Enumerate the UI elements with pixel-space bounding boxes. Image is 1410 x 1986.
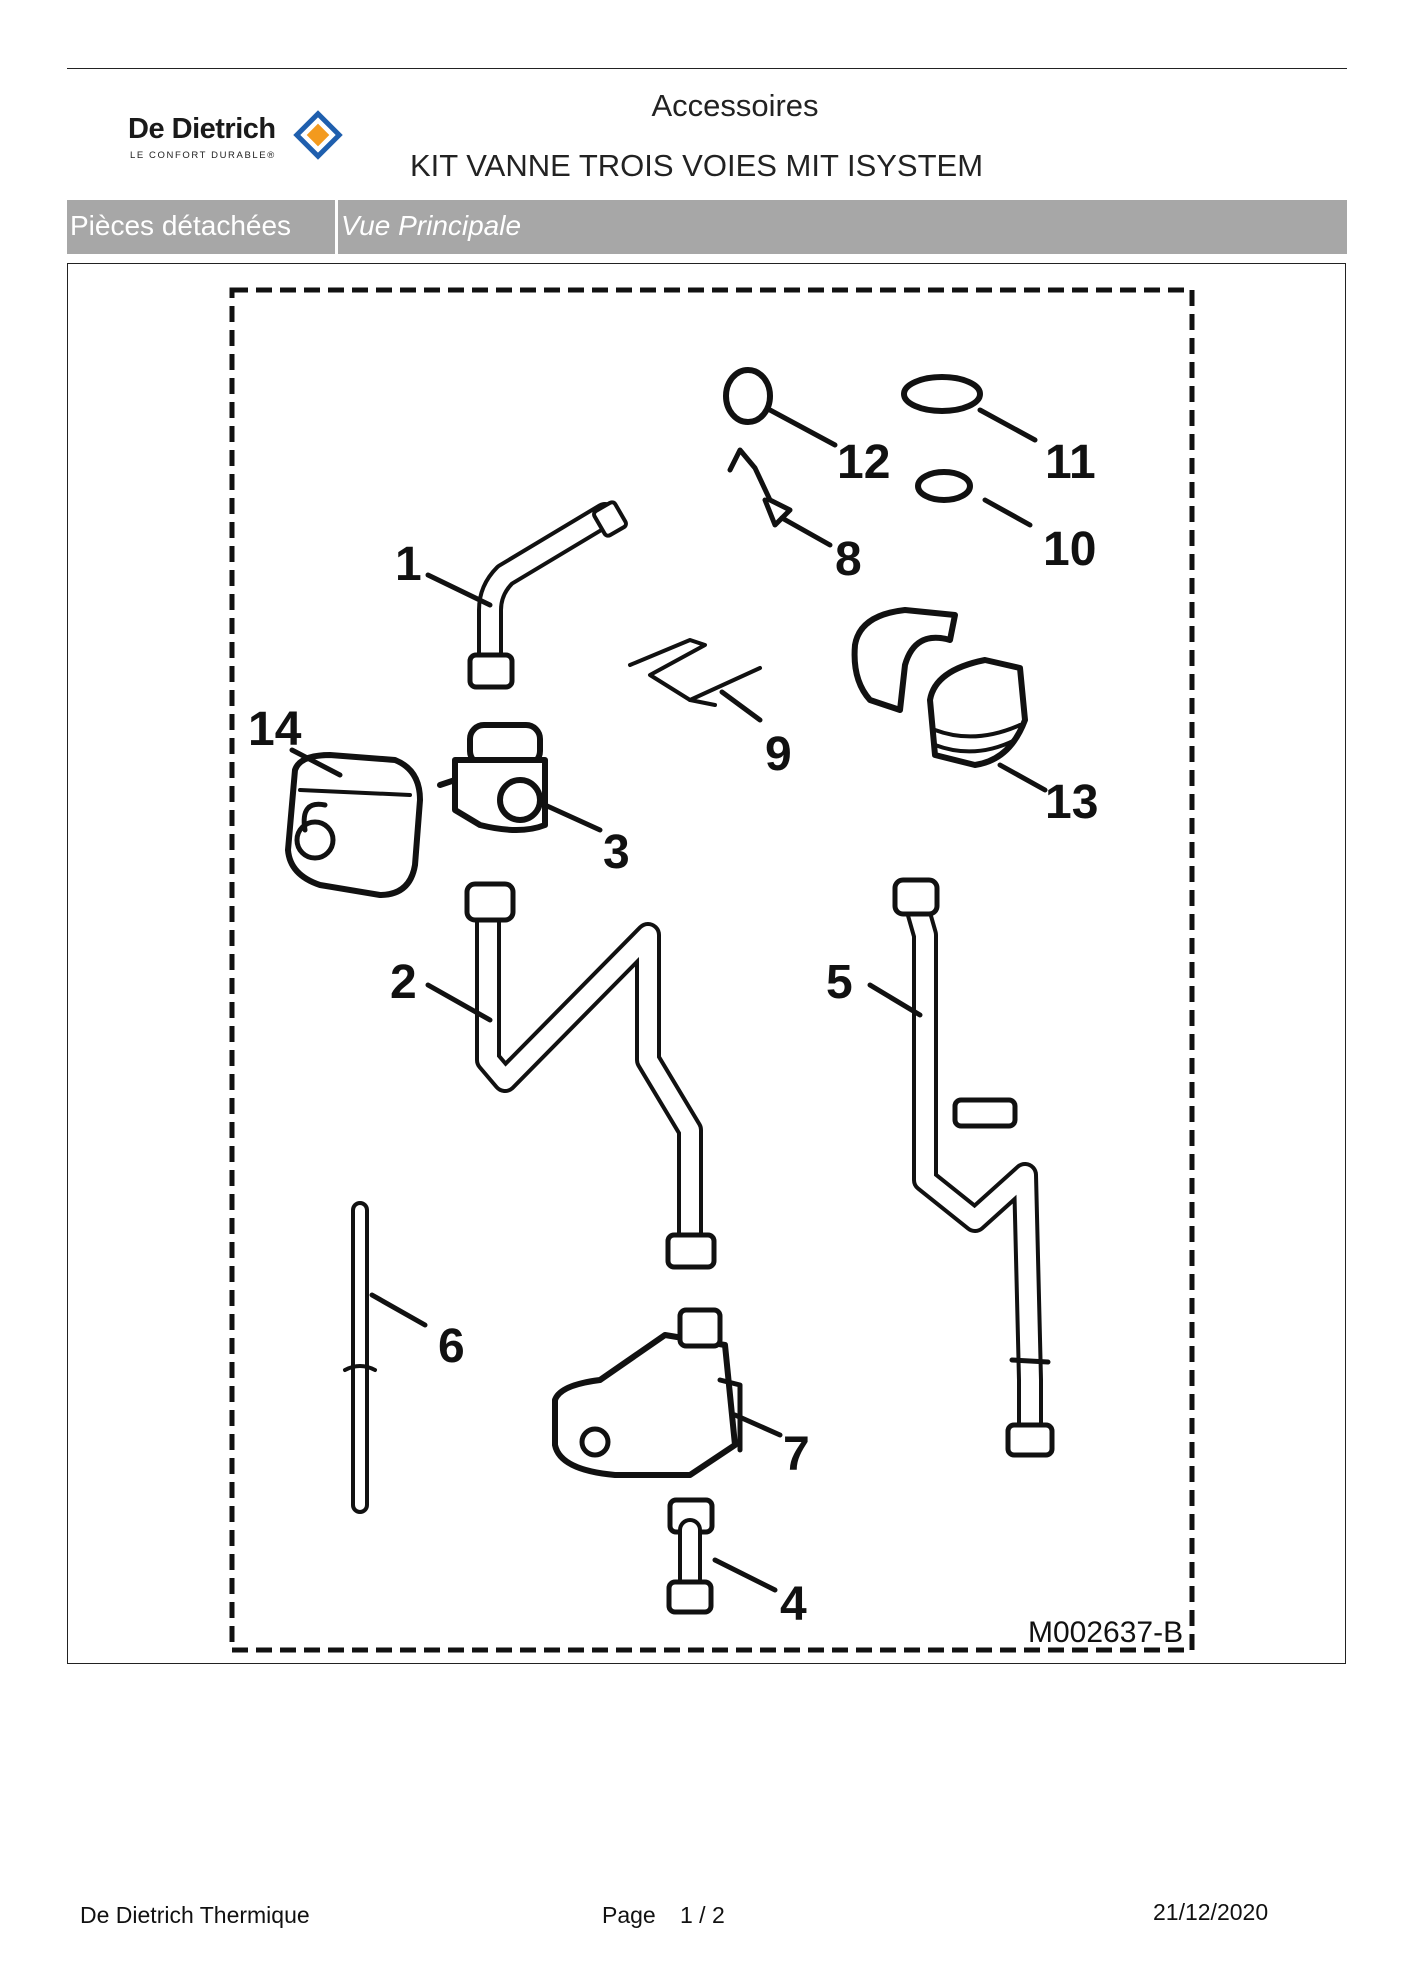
part-12-seal xyxy=(723,367,773,425)
section-label: Pièces détachées xyxy=(70,210,292,241)
page-subtitle: KIT VANNE TROIS VOIES MIT ISYSTEM xyxy=(410,148,984,183)
section-bar: Pièces détachées Vue Principale xyxy=(67,200,1347,254)
part-6-tube xyxy=(343,1201,377,1514)
part-2-pipe xyxy=(464,881,717,1270)
page-title: Accessoires xyxy=(651,88,819,123)
footer-page-label: Page xyxy=(602,1902,656,1928)
part-3-valve-body xyxy=(437,722,548,833)
callout-3: 3 xyxy=(603,826,630,879)
callout-9: 9 xyxy=(765,728,792,781)
footer-date: 21/12/2020 xyxy=(1153,1899,1269,1925)
callout-5: 5 xyxy=(826,956,853,1009)
part-9-spring-clip xyxy=(628,638,762,707)
brand-diamond-icon xyxy=(293,110,343,160)
callout-8: 8 xyxy=(835,533,862,586)
callout-leader-lines xyxy=(289,407,1048,1593)
header-rule xyxy=(67,68,1347,69)
diagram-dashed-frame xyxy=(229,287,1195,1653)
part-7-pump xyxy=(552,1307,743,1478)
footer-page-number: 1 / 2 xyxy=(680,1902,725,1928)
callout-2: 2 xyxy=(390,956,417,1009)
figure-reference: M002637-B xyxy=(1028,1616,1183,1649)
callout-12: 12 xyxy=(837,436,890,489)
view-label: Vue Principale xyxy=(341,210,522,241)
callout-4: 4 xyxy=(780,1578,807,1631)
part-10-seal xyxy=(915,469,973,503)
figure-frame xyxy=(67,263,1346,1664)
brand-tagline: LE CONFORT DURABLE® xyxy=(130,150,276,161)
footer-company: De Dietrich Thermique xyxy=(80,1902,310,1928)
callout-1: 1 xyxy=(395,538,422,591)
part-1-elbow-pipe xyxy=(467,500,628,690)
callout-7: 7 xyxy=(783,1428,810,1481)
part-4-union xyxy=(666,1497,715,1615)
part-8-clip xyxy=(727,447,793,528)
brand-name: De Dietrich xyxy=(128,113,276,145)
part-11-seal xyxy=(901,374,983,414)
part-13-insulation-shell xyxy=(851,607,1028,768)
callout-6: 6 xyxy=(438,1320,465,1373)
callout-numbers: 1 2 3 4 5 6 7 8 9 10 11 12 13 14 xyxy=(248,436,1098,1631)
callout-13: 13 xyxy=(1045,776,1098,829)
section-divider xyxy=(335,200,338,254)
brand-logo: De Dietrich LE CONFORT DURABLE® xyxy=(128,110,343,170)
part-5-pipe xyxy=(892,877,1055,1458)
callout-11: 11 xyxy=(1045,436,1096,489)
callout-14: 14 xyxy=(248,703,302,756)
part-14-actuator xyxy=(285,752,423,898)
callout-10: 10 xyxy=(1043,523,1096,576)
